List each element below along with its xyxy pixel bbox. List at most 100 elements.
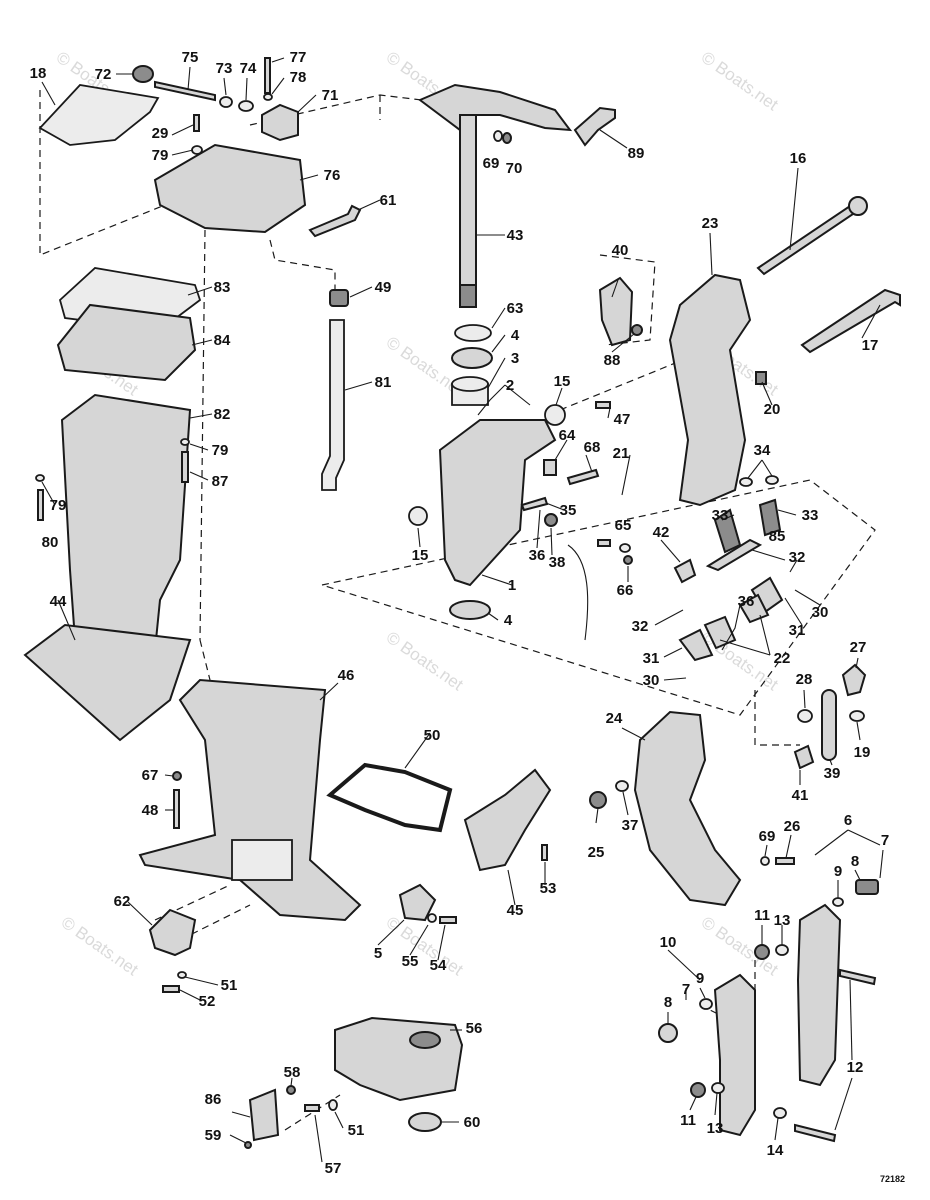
nut-part xyxy=(589,791,607,809)
callout-55: 55 xyxy=(402,953,419,970)
callout-84: 84 xyxy=(214,332,231,349)
gasket-part xyxy=(38,84,160,146)
washer-part xyxy=(711,1082,725,1094)
washer-part xyxy=(219,96,233,108)
callout-83: 83 xyxy=(214,279,231,296)
callout-47: 47 xyxy=(614,411,631,428)
nut-part xyxy=(544,513,558,527)
screw-part xyxy=(173,789,180,829)
housing-opening-part xyxy=(409,1031,441,1049)
callout-52: 52 xyxy=(199,993,216,1010)
nut-part xyxy=(690,1082,706,1098)
clip-part xyxy=(573,106,616,147)
bolt-part xyxy=(794,1123,837,1143)
callout-1: 1 xyxy=(508,577,516,594)
swivel-bracket-part xyxy=(438,419,557,587)
callout-10: 10 xyxy=(660,934,677,951)
spring-part xyxy=(713,508,742,554)
callout-39: 39 xyxy=(824,765,841,782)
spring-part xyxy=(758,498,782,537)
callout-51: 51 xyxy=(221,977,238,994)
callout-58: 58 xyxy=(284,1064,301,1081)
callout-35: 35 xyxy=(560,502,577,519)
callout-77: 77 xyxy=(290,49,307,66)
callout-8: 8 xyxy=(664,994,672,1011)
callout-labels: 18 72 75 73 74 77 78 71 29 79 76 61 83 8… xyxy=(30,49,890,1177)
nut-part xyxy=(502,132,512,144)
callout-7: 7 xyxy=(682,981,690,998)
water-tube-part xyxy=(321,319,345,491)
screw-part xyxy=(193,114,200,132)
nut-part xyxy=(286,1085,296,1095)
callout-26: 26 xyxy=(784,818,801,835)
callout-53: 53 xyxy=(540,880,557,897)
nut-part xyxy=(623,555,633,565)
callout-24: 24 xyxy=(606,710,623,727)
callout-79: 79 xyxy=(152,147,169,164)
washer-part xyxy=(760,856,770,866)
seal-part xyxy=(408,1112,442,1132)
callout-48: 48 xyxy=(142,802,159,819)
callout-75: 75 xyxy=(182,49,199,66)
exhaust-housing-part xyxy=(60,393,192,652)
nut-part xyxy=(754,944,770,960)
callout-76: 76 xyxy=(324,167,341,184)
adapter-part xyxy=(153,143,307,234)
callout-64: 64 xyxy=(559,427,576,444)
callout-11: 11 xyxy=(754,907,770,924)
callout-89: 89 xyxy=(628,145,645,162)
callout-41: 41 xyxy=(792,787,809,804)
callout-27: 27 xyxy=(850,639,867,656)
figure-code: 72182 xyxy=(880,1174,905,1184)
callout-25: 25 xyxy=(588,844,605,861)
callout-33: 33 xyxy=(712,507,729,524)
bolt-part xyxy=(37,489,44,521)
callout-4: 4 xyxy=(504,612,513,629)
callout-31: 31 xyxy=(643,650,660,667)
callout-85: 85 xyxy=(769,528,786,545)
thumb-screw-bracket-part xyxy=(796,903,842,1087)
callout-15: 15 xyxy=(412,547,429,564)
screw-part xyxy=(304,1104,320,1112)
callout-30: 30 xyxy=(812,604,829,621)
callout-7: 7 xyxy=(881,832,889,849)
washer-part xyxy=(177,971,187,979)
clamp-bracket-part xyxy=(633,710,742,907)
arm-part xyxy=(705,538,763,572)
callout-40: 40 xyxy=(612,242,629,259)
callout-13: 13 xyxy=(707,1120,724,1137)
washer-part xyxy=(263,93,273,101)
callout-79: 79 xyxy=(50,497,67,514)
callout-19: 19 xyxy=(854,744,871,761)
bracket-part xyxy=(738,593,770,624)
tilt-tube-part xyxy=(756,204,858,276)
callout-14: 14 xyxy=(767,1142,784,1159)
washer-part xyxy=(544,404,566,426)
parts xyxy=(23,57,901,1149)
callout-80: 80 xyxy=(42,534,59,551)
callout-31: 31 xyxy=(789,622,806,639)
washer-part xyxy=(454,324,492,342)
callout-22: 22 xyxy=(774,650,791,667)
callout-72: 72 xyxy=(95,66,112,83)
washer-part xyxy=(773,1107,787,1119)
callout-28: 28 xyxy=(796,671,813,688)
steering-shaft-part xyxy=(459,114,477,306)
leader-lines xyxy=(41,57,884,1163)
washer-part xyxy=(775,944,789,956)
callout-5: 5 xyxy=(374,945,382,962)
callout-69: 69 xyxy=(483,155,500,172)
screw-part xyxy=(162,985,180,993)
watermark: © Boats.net xyxy=(58,913,142,980)
cover-part xyxy=(23,623,192,742)
callout-29: 29 xyxy=(152,125,169,142)
washer-part xyxy=(238,100,254,112)
callout-6: 6 xyxy=(844,812,852,829)
callout-71: 71 xyxy=(322,87,339,104)
callout-86: 86 xyxy=(205,1091,222,1108)
bolt-part xyxy=(839,968,877,986)
bushing-part xyxy=(449,600,491,620)
callout-61: 61 xyxy=(380,192,397,209)
callout-62: 62 xyxy=(114,893,131,910)
